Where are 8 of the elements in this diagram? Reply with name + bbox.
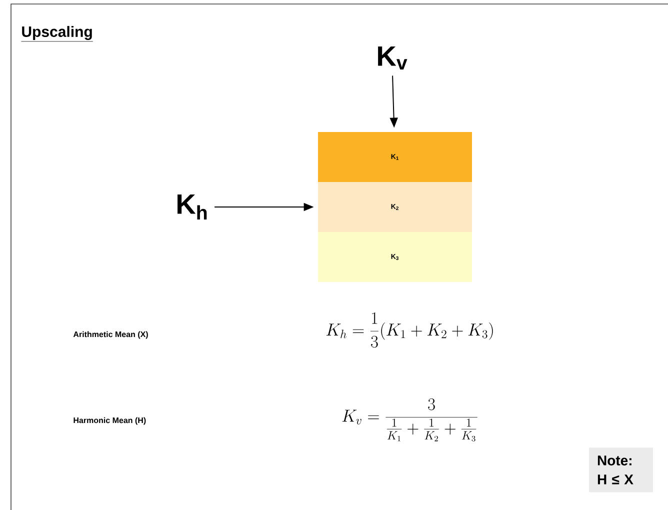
formula: $K_h=\frac{1}{3}(K_1+K_2+K_3)$ xyxy=(326,312,493,348)
note-box: Note: H ≤ X xyxy=(589,448,653,492)
symbol-text: K$_{v}$ xyxy=(378,46,408,70)
title: Upscaling xyxy=(21,26,94,42)
text-label: Harmonic Mean (H) xyxy=(74,417,146,425)
symbol-text: K$_{h}$ xyxy=(178,194,207,220)
text-label: Arithmetic Mean (X) xyxy=(73,331,148,339)
formula: $K_v=\frac{3}{\frac{1}{K_1}+\frac{1}{K_2}+\frac{1}{K_3}}$ xyxy=(342,398,478,442)
